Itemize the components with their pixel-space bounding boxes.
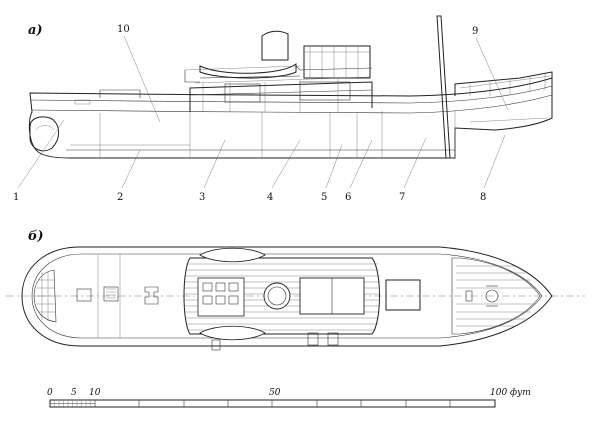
- callout-8: 8: [480, 192, 486, 203]
- plan-view: б): [6, 229, 585, 351]
- stern-structure: [454, 71, 553, 96]
- mast: [436, 15, 451, 159]
- plan-deckhouse: [183, 247, 380, 351]
- scale-label-50: 50: [269, 388, 281, 398]
- funnel: [261, 30, 289, 61]
- bow-bulb: [29, 116, 59, 152]
- callout-3: 3: [199, 192, 205, 203]
- callout-1: 1: [13, 192, 19, 203]
- callout-6: 6: [345, 192, 351, 203]
- callout-leaders: [17, 35, 509, 189]
- stern-deck: [451, 257, 541, 335]
- scale-bar: 0 5 10 50 100 фут: [47, 388, 531, 408]
- bow-grating: [33, 269, 57, 323]
- callout-10: 10: [117, 24, 130, 35]
- callout-4: 4: [267, 192, 273, 203]
- deckhouse: [189, 76, 373, 112]
- scale-label-0: 0: [47, 388, 53, 398]
- plan-hull: [21, 246, 553, 347]
- plan-view-label: б): [28, 229, 44, 244]
- scale-label-100: 100 фут: [490, 388, 531, 398]
- scale-label-5: 5: [71, 388, 77, 398]
- scale-label-10: 10: [89, 388, 101, 398]
- side-view-label: а): [28, 23, 43, 38]
- callout-5: 5: [321, 192, 327, 203]
- callout-7: 7: [399, 192, 405, 203]
- bridge-and-funnel: [184, 30, 373, 83]
- callout-2: 2: [117, 192, 123, 203]
- side-view: а): [13, 15, 553, 203]
- callout-9: 9: [472, 26, 478, 37]
